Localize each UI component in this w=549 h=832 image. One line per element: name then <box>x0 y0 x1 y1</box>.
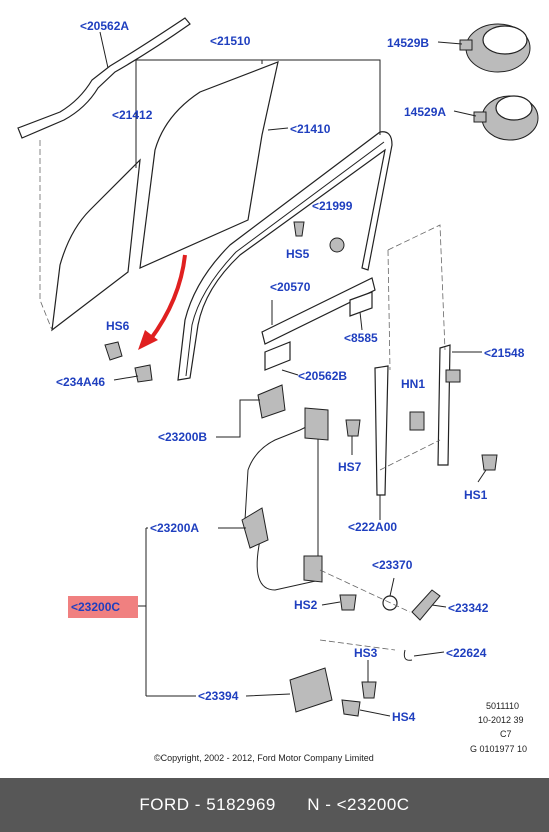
label-23200a[interactable]: <23200A <box>150 521 199 535</box>
leader-hs2 <box>321 601 341 606</box>
red-arrow-head <box>138 330 158 350</box>
division-bar-21548 <box>437 344 451 466</box>
dashed-guide-6 <box>319 639 396 651</box>
leader-8585 <box>359 311 363 331</box>
copyright: ©Copyright, 2002 - 2012, Ford Motor Comp… <box>154 753 374 763</box>
dashed-guide-2 <box>387 224 446 351</box>
bolt-hs1 <box>481 454 498 471</box>
leader-23370 <box>389 577 395 597</box>
pad-8585 <box>349 291 373 317</box>
footer-sep-1: - <box>189 795 207 814</box>
leader-20562b <box>281 369 299 376</box>
leader-21510 <box>135 59 381 140</box>
footer-ref: N - <23200C <box>307 795 410 814</box>
belt-moulding-20570 <box>261 277 376 345</box>
leader-hs4 <box>359 709 391 717</box>
label-23200c[interactable]: <23200C <box>71 600 120 614</box>
switch-14529b <box>459 23 531 73</box>
leader-23394 <box>146 693 291 697</box>
leader-14529b <box>437 41 463 45</box>
footer-part-number: 5182969 <box>206 795 276 814</box>
label-20570[interactable]: <20570 <box>270 280 311 294</box>
label-21410[interactable]: <21410 <box>290 122 331 136</box>
label-23370[interactable]: <23370 <box>372 558 413 572</box>
grommet-21999 <box>329 237 345 253</box>
leader-234a46 <box>113 375 139 381</box>
parts-diagram: <20562A <21510 14529B <21412 <21410 1452… <box>17 17 539 763</box>
clip-234a46 <box>134 364 153 383</box>
label-14529a[interactable]: 14529A <box>404 105 446 119</box>
label-hs4[interactable]: HS4 <box>392 710 416 724</box>
label-20562a[interactable]: <20562A <box>80 19 129 33</box>
label-hs6[interactable]: HS6 <box>106 319 130 333</box>
footer-brand: FORD <box>139 795 190 814</box>
label-14529b[interactable]: 14529B <box>387 36 429 50</box>
dashed-guide-1 <box>39 140 53 331</box>
dashed-guide-5 <box>319 569 411 613</box>
label-22624[interactable]: <22624 <box>446 646 487 660</box>
pad-20562b <box>264 341 291 371</box>
switch-14529a <box>473 95 539 141</box>
label-23342[interactable]: <23342 <box>448 601 489 615</box>
bolt-hs6 <box>104 341 123 361</box>
leader-hs1 <box>477 469 487 483</box>
label-21510[interactable]: <21510 <box>210 34 251 48</box>
note-4: G 0101977 10 <box>470 744 527 754</box>
leader-23200b <box>216 399 260 438</box>
bolt-hs7 <box>345 419 361 437</box>
note-2: 10-2012 39 <box>478 715 524 725</box>
label-20562b[interactable]: <20562B <box>298 369 347 383</box>
label-hs7[interactable]: HS7 <box>338 460 362 474</box>
regulator-23200a <box>241 407 329 591</box>
clip-22624 <box>403 649 413 661</box>
leader-20562a <box>99 31 109 69</box>
note-3: C7 <box>500 729 512 739</box>
label-hs1[interactable]: HS1 <box>464 488 488 502</box>
leader-21410 <box>267 127 289 131</box>
label-23394[interactable]: <23394 <box>198 689 239 703</box>
label-hs3[interactable]: HS3 <box>354 646 378 660</box>
note-1: 5011110 <box>486 701 519 711</box>
label-hn1[interactable]: HN1 <box>401 377 425 391</box>
label-hs2[interactable]: HS2 <box>294 598 318 612</box>
bolt-hs3 <box>361 681 377 699</box>
crank-23342 <box>411 589 441 621</box>
label-21412[interactable]: <21412 <box>112 108 153 122</box>
label-222a00[interactable]: <222A00 <box>348 520 397 534</box>
bracket-21548 <box>445 369 461 383</box>
footer-gap <box>276 795 307 815</box>
bolt-hs4 <box>341 699 361 717</box>
red-arrow <box>148 254 187 342</box>
dashed-guide-3 <box>387 249 391 371</box>
footer-bar: FORD - 5182969 N - <23200C <box>0 778 549 832</box>
label-21548[interactable]: <21548 <box>484 346 525 360</box>
label-21999[interactable]: <21999 <box>312 199 353 213</box>
bolt-hs2 <box>339 594 357 611</box>
highlight-23200c <box>68 596 138 618</box>
leader-14529a <box>453 110 477 117</box>
bracket-23200b <box>257 384 286 419</box>
quarter-glass-21412 <box>51 158 141 332</box>
clip-hn1 <box>409 411 425 431</box>
leader-23342 <box>431 604 447 608</box>
label-8585[interactable]: <8585 <box>344 331 378 345</box>
dashed-guide-4 <box>379 439 441 471</box>
door-glass-21410 <box>139 61 279 269</box>
label-234a46[interactable]: <234A46 <box>56 375 105 389</box>
screw-hs5 <box>293 221 305 237</box>
run-channel-inner <box>185 141 385 377</box>
motor-23394 <box>289 667 333 713</box>
leader-22624 <box>413 651 445 657</box>
weatherstrip-20562a <box>17 17 191 139</box>
rear-channel-222a00 <box>374 365 389 496</box>
label-hs5[interactable]: HS5 <box>286 247 310 261</box>
label-23200b[interactable]: <23200B <box>158 430 207 444</box>
run-channel-21510 <box>177 131 393 381</box>
